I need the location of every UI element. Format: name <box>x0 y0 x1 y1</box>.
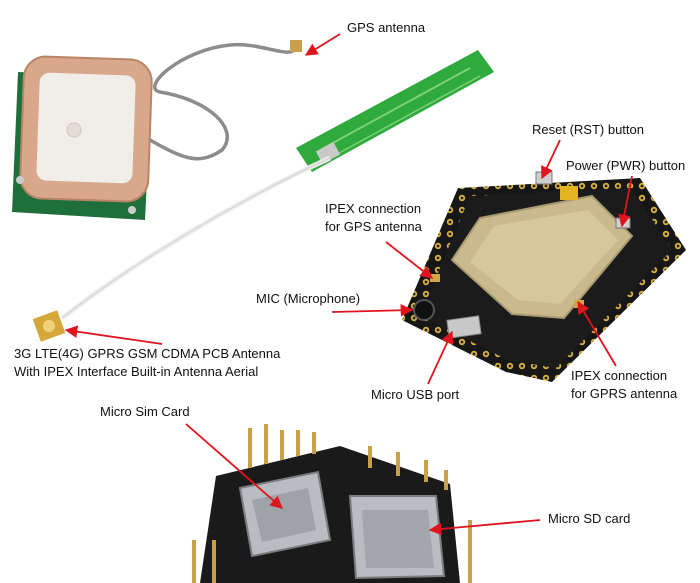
label-pcb-antenna: 3G LTE(4G) GPRS GSM CDMA PCB Antenna Wit… <box>14 346 281 379</box>
label-reset-button: Reset (RST) button <box>532 122 644 137</box>
label-power-button: Power (PWR) button <box>566 158 686 173</box>
label-micro-sim: Micro Sim Card <box>100 404 190 419</box>
arrow-micro-sd <box>428 519 541 536</box>
gps-patch-antenna <box>12 55 153 220</box>
label-mic: MIC (Microphone) <box>256 291 361 306</box>
arrow-pcb-antenna <box>64 325 163 345</box>
microphone <box>413 299 435 321</box>
label-micro-sd: Micro SD card <box>548 511 631 526</box>
arrow-ipex-gprs <box>577 300 617 367</box>
label-ipex-gps: IPEX connection for GPS antenna <box>325 201 422 234</box>
gps-antenna-cable <box>149 42 298 161</box>
arrow-ipex-gps <box>385 241 433 279</box>
annotation-arrows <box>64 33 633 536</box>
label-ipex-gprs: IPEX connection for GPRS antenna <box>571 368 678 401</box>
bottom-board <box>192 424 472 583</box>
micro-usb-port <box>446 315 482 339</box>
arrow-mic <box>331 303 414 317</box>
main-board <box>402 171 686 382</box>
gps-ipex-connector <box>290 40 302 52</box>
arrow-gps-antenna <box>304 33 341 56</box>
pcb-antenna-ipex-connector <box>32 310 66 342</box>
pcb-antenna <box>296 50 494 172</box>
label-micro-usb: Micro USB port <box>371 387 460 402</box>
label-gps-antenna: GPS antenna <box>347 20 426 35</box>
arrow-reset <box>541 139 561 180</box>
arrow-micro-usb <box>427 330 453 385</box>
arrow-power <box>618 175 633 228</box>
arrow-micro-sim <box>185 423 283 509</box>
